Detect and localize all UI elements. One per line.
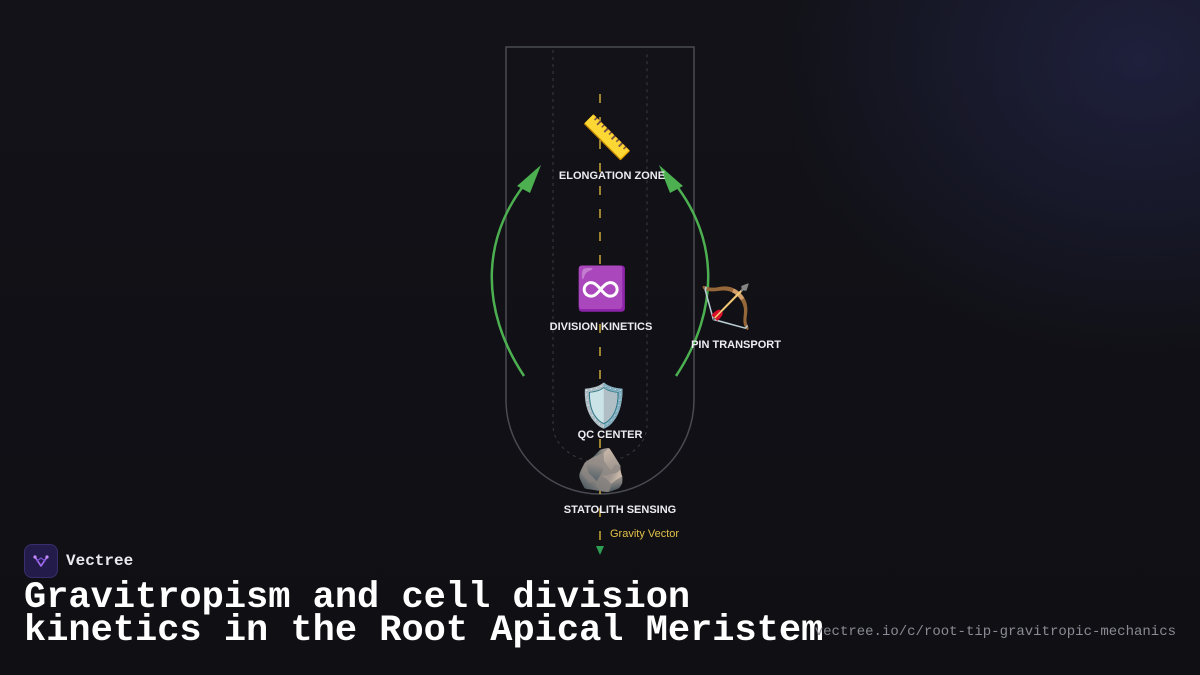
brand-name: Vectree	[66, 552, 134, 570]
infinity-icon: ♾️	[576, 264, 628, 313]
rock-icon: 🪨	[576, 445, 628, 494]
node-label: DIVISION KINETICS	[550, 321, 653, 333]
node-pin-transport: 🏹 PIN TRANSPORT	[691, 282, 781, 351]
bow-and-arrow-icon: 🏹	[700, 282, 752, 332]
right-flow-arrow	[662, 169, 710, 377]
node-elongation-zone: 📏 ELONGATION ZONE	[559, 113, 665, 182]
gravity-vector-label: Gravity Vector	[610, 528, 679, 540]
node-label: PIN TRANSPORT	[691, 339, 781, 351]
title-line-1: Gravitropism and cell division	[24, 577, 691, 619]
node-division-kinetics: ♾️ DIVISION KINETICS	[550, 264, 653, 333]
node-qc-center: 🛡️ QC CENTER	[578, 381, 643, 441]
left-flow-arrowhead	[517, 165, 541, 193]
brand: Vectree	[24, 544, 133, 578]
node-statolith-sensing: 🪨 STATOLITH SENSING	[564, 445, 676, 516]
node-label: STATOLITH SENSING	[564, 504, 676, 516]
node-label: QC CENTER	[578, 429, 643, 441]
title-line-2: kinetics in the Root Apical Meristem	[24, 610, 824, 652]
left-flow-arrow	[490, 169, 538, 377]
page-title: Gravitropism and cell division kinetics …	[24, 577, 824, 652]
root-outline	[505, 46, 695, 495]
ruler-icon: 📏	[581, 113, 633, 162]
gravity-vector-arrowhead	[596, 546, 604, 555]
node-label: ELONGATION ZONE	[559, 170, 665, 182]
vectree-logo-icon	[24, 544, 58, 578]
right-flow-arrowhead	[659, 165, 683, 193]
source-url: vectree.io/c/root-tip-gravitropic-mechan…	[814, 624, 1176, 640]
shield-icon: 🛡️	[578, 381, 630, 430]
